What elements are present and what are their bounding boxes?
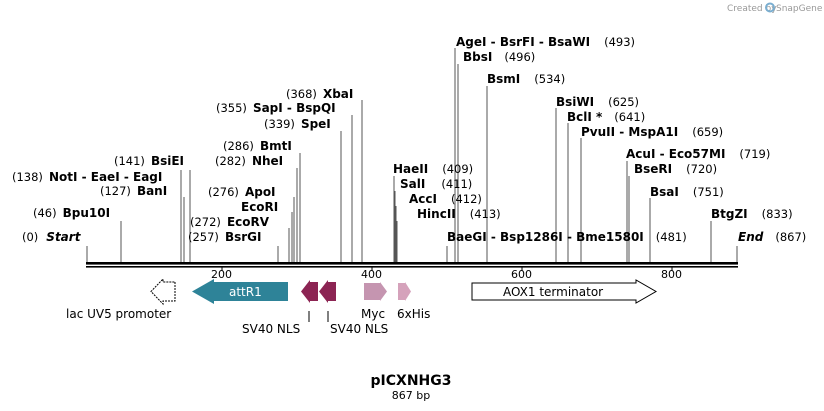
enzyme-baegi: BaeGI - Bsp1286I - Bme1580I(481) [447, 230, 687, 244]
enzyme-bsrgi: (257)BsrGI [188, 230, 261, 244]
enzyme-nhei: (282)NheI [215, 154, 283, 168]
svg-text:AOX1 terminator: AOX1 terminator [503, 285, 603, 299]
enzyme-agei: AgeI - BsrFI - BsaWI(493) [456, 35, 635, 49]
svg-text:SnapGene: SnapGene [776, 4, 823, 14]
enzyme-hincii: HincII(413) [417, 207, 501, 221]
feature-myc[interactable]: Myc [361, 282, 387, 321]
enzyme-bpu10i: (46)Bpu10I [33, 206, 110, 220]
enzyme-sali: SalI(411) [400, 177, 472, 191]
enzyme-ecori: EcoRI [241, 200, 278, 214]
enzyme-bcli: BclI *(641) [567, 110, 645, 124]
enzyme-pvuii: PvuII - MspA1I(659) [581, 125, 723, 139]
sequence-backbone [86, 262, 738, 268]
feature-sv40-nls-2[interactable]: SV40 NLS [319, 280, 388, 336]
svg-text:Myc: Myc [361, 307, 385, 321]
enzyme-sapi: (355)SapI - BspQI [216, 101, 336, 115]
svg-text:lac UV5 promoter: lac UV5 promoter [66, 307, 171, 321]
svg-text:6xHis: 6xHis [397, 307, 430, 321]
enzyme-haeii: HaeII(409) [393, 162, 473, 176]
enzyme-ecorv: (272)EcoRV [190, 215, 270, 229]
enzyme-start: (0)Start [22, 230, 82, 244]
enzyme-bseri: BseRI(720) [634, 162, 717, 176]
snapgene-credit: Created by SnapGene [727, 2, 823, 14]
enzyme-spei: (339)SpeI [264, 117, 331, 131]
svg-text:Created by: Created by [727, 4, 777, 14]
scale-ruler: 200 400 600 800 [211, 267, 682, 281]
feature-attr1[interactable]: attR1 [192, 279, 288, 304]
feature-6xhis[interactable]: 6xHis [397, 282, 430, 321]
svg-text:SV40 NLS: SV40 NLS [330, 322, 388, 336]
enzyme-bbsi: BbsI(496) [463, 50, 535, 64]
scale-tick-400: 400 [361, 268, 382, 281]
feature-lac-uv5-promoter[interactable]: lac UV5 promoter [66, 277, 176, 321]
enzyme-end: End(867) [738, 230, 806, 244]
enzyme-noti: (138)NotI - EaeI - EagI [12, 170, 162, 184]
snapgene-logo-icon [765, 2, 775, 13]
enzyme-btgzi: BtgZI(833) [711, 207, 793, 221]
enzyme-bsmi: BsmI(534) [487, 72, 565, 86]
enzyme-acci: AccI(412) [409, 192, 482, 206]
plasmid-name: pICXNHG3 [371, 373, 452, 389]
enzyme-bsiei: (141)BsiEI [114, 154, 184, 168]
enzyme-labels: (0)Start (46)Bpu10I (127)BanI (138)NotI … [12, 35, 806, 244]
cut-site-lines [86, 48, 738, 262]
enzyme-bsiwi: BsiWI(625) [556, 95, 639, 109]
svg-text:SV40 NLS: SV40 NLS [242, 322, 300, 336]
enzyme-bmti: (286)BmtI [223, 139, 292, 153]
feature-sv40-nls-1[interactable]: SV40 NLS [242, 280, 318, 336]
scale-tick-600: 600 [511, 268, 532, 281]
enzyme-apoi: (276)ApoI [208, 185, 276, 199]
enzyme-bsai: BsaI(751) [650, 185, 724, 199]
enzyme-xbai: (368)XbaI [286, 87, 353, 101]
svg-text:attR1: attR1 [229, 285, 262, 299]
scale-tick-200: 200 [211, 268, 232, 281]
scale-tick-800: 800 [661, 268, 682, 281]
plasmid-length: 867 bp [392, 389, 430, 402]
enzyme-acui: AcuI - Eco57MI(719) [626, 147, 770, 161]
feature-aox1-terminator[interactable]: AOX1 terminator [471, 279, 658, 304]
enzyme-bani: (127)BanI [100, 184, 167, 198]
